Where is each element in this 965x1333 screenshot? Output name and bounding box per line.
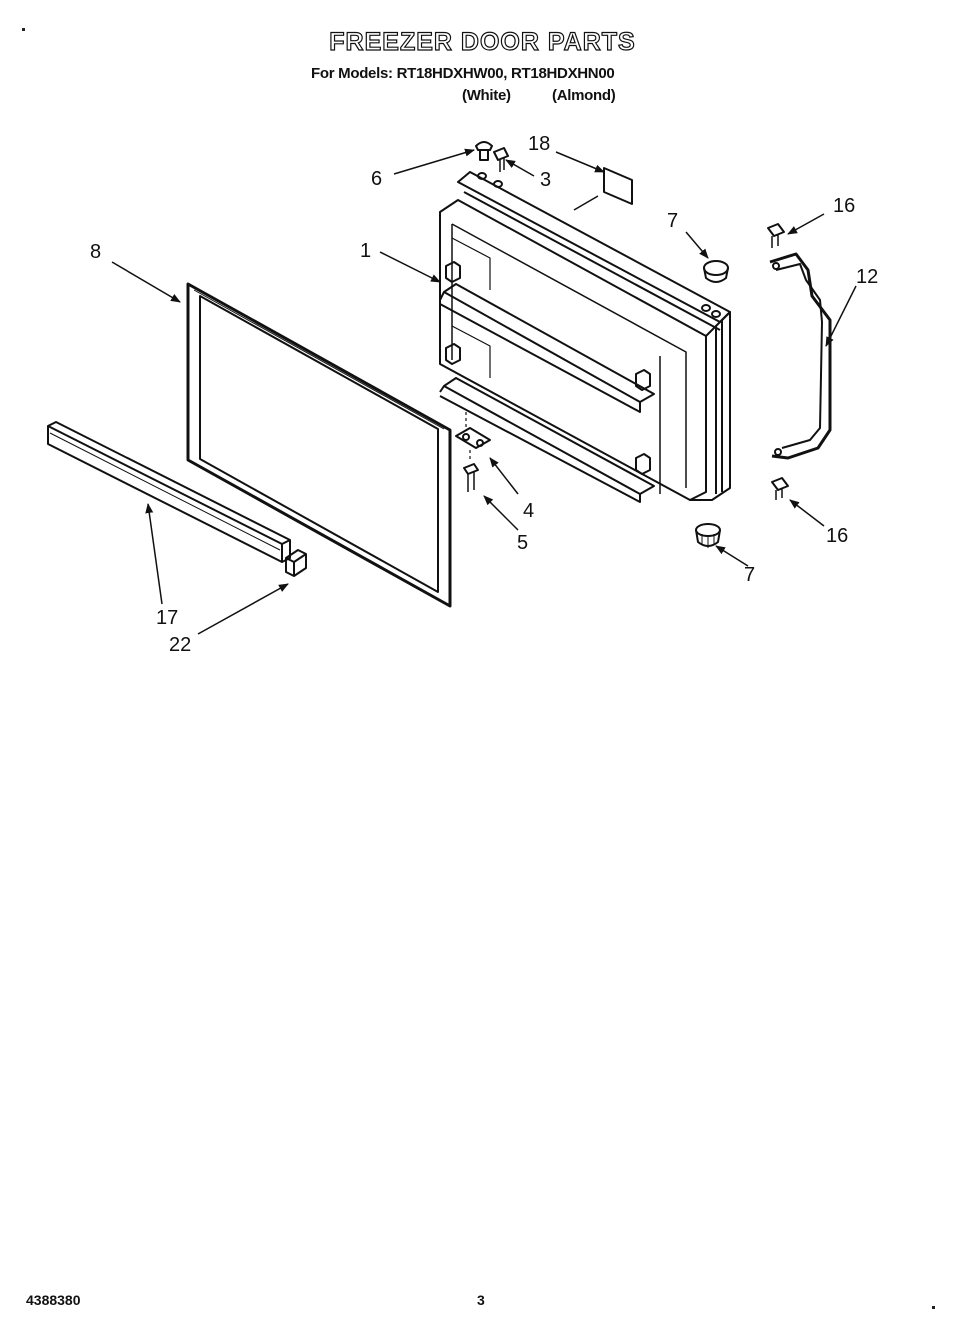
hinge-screw-shape xyxy=(463,450,479,492)
label-shape xyxy=(603,167,633,205)
scan-speck xyxy=(22,28,25,31)
callout-7-top: 7 xyxy=(667,210,679,232)
part-number: 4388380 xyxy=(26,1292,81,1308)
callout-4: 4 xyxy=(523,500,535,522)
handle-screw-top-shape xyxy=(767,223,785,248)
callout-12: 12 xyxy=(856,266,879,288)
variant-almond: (Almond) xyxy=(552,87,616,104)
callout-8: 8 xyxy=(90,241,102,263)
top-plug-shape xyxy=(475,141,493,161)
callout-7-bottom: 7 xyxy=(744,564,756,586)
variant-white: (White) xyxy=(462,87,511,104)
callout-16-bottom: 16 xyxy=(826,525,849,547)
callout-3: 3 xyxy=(540,169,552,191)
leader-lines xyxy=(111,148,857,635)
trim-strip-shape xyxy=(47,421,291,563)
door-stop-top-shape xyxy=(703,260,729,283)
callout-22: 22 xyxy=(169,634,192,656)
callout-17: 17 xyxy=(156,607,179,629)
end-cap-shape xyxy=(285,549,307,577)
door-gasket-shape xyxy=(186,282,452,608)
top-screw-shape xyxy=(493,147,509,172)
handle-shape xyxy=(769,252,832,460)
callout-5: 5 xyxy=(517,532,529,554)
handle-screw-bottom-shape xyxy=(771,477,789,500)
callout-6: 6 xyxy=(371,168,383,190)
page-number: 3 xyxy=(477,1292,485,1308)
hinge-bushing-shape xyxy=(455,412,491,449)
models-line: For Models: RT18HDXHW00, RT18HDXHN00 xyxy=(311,65,615,82)
callout-1: 1 xyxy=(360,240,372,262)
diagram-title: FREEZER DOOR PARTS xyxy=(329,27,636,56)
scan-speck xyxy=(932,1306,935,1309)
freezer-door-shape xyxy=(439,171,731,503)
callout-18: 18 xyxy=(528,133,551,155)
door-stop-bottom-shape xyxy=(695,523,721,548)
callout-16-top: 16 xyxy=(833,195,856,217)
